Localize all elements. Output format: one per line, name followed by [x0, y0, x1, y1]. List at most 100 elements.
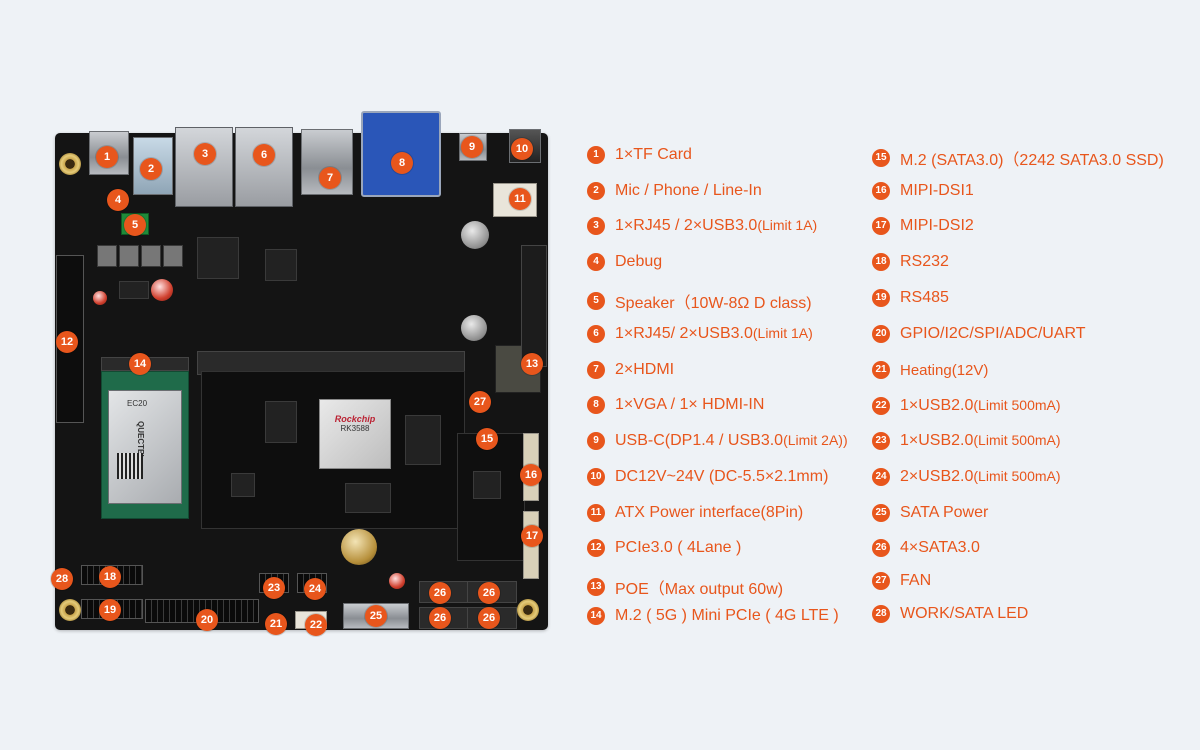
marker-8: 8 [391, 152, 413, 174]
legend-item-20: 20 GPIO/I2C/SPI/ADC/UART [872, 325, 1086, 343]
legend-label: 2×USB2.0 [900, 468, 974, 485]
legend-item-9: 9 USB-C(DP1.4 / USB3.0(Limit 2A)) [587, 432, 848, 450]
marker-26d: 26 [478, 607, 500, 629]
legend-item-12: 12 PCIe3.0 ( 4Lane ) [587, 539, 741, 557]
legend-badge: 9 [587, 432, 605, 450]
legend-item-13: 13 POE（Max output 60w) [587, 575, 783, 599]
legend-label: FAN [900, 572, 932, 589]
legend-badge: 26 [872, 539, 890, 557]
mounting-hole [59, 153, 81, 175]
legend-item-25: 25 SATA Power [872, 504, 988, 522]
rj45-usb-stack-2 [235, 127, 293, 207]
legend-item-7: 7 2×HDMI [587, 361, 674, 379]
legend-label: M.2 ( 5G ) Mini PCIe ( 4G LTE ) [615, 607, 839, 624]
legend-item-10: 10 DC12V~24V (DC-5.5×2.1mm) [587, 468, 828, 486]
legend-item-14: 14 M.2 ( 5G ) Mini PCIe ( 4G LTE ) [587, 607, 839, 625]
legend-badge: 13 [587, 578, 605, 596]
mounting-hole [59, 599, 81, 621]
marker-26c: 26 [429, 607, 451, 629]
legend-badge: 23 [872, 432, 890, 450]
legend-badge: 2 [587, 182, 605, 200]
legend-badge: 28 [872, 605, 890, 623]
memory-chip [345, 483, 391, 513]
pmic-chip [231, 473, 255, 497]
capacitor [93, 291, 107, 305]
marker-22: 22 [305, 614, 327, 636]
legend-label: 1×TF Card [615, 146, 692, 163]
legend-label: SATA Power [900, 504, 989, 521]
memory-chip [405, 415, 441, 465]
legend-item-28: 28 WORK/SATA LED [872, 605, 1028, 623]
audio-jack [133, 137, 173, 195]
legend-badge: 12 [587, 539, 605, 557]
ic-chip [265, 249, 297, 281]
legend-item-26: 26 4×SATA3.0 [872, 539, 980, 557]
legend-item-1: 1 1×TF Card [587, 146, 692, 164]
legend-item-15: 15 M.2 (SATA3.0)（2242 SATA3.0 SSD) [872, 146, 1164, 170]
ic-chip [473, 471, 501, 499]
legend-badge: 15 [872, 149, 890, 167]
legend-item-17: 17 MIPI-DSI2 [872, 217, 974, 235]
marker-28: 28 [51, 568, 73, 590]
legend-item-18: 18 RS232 [872, 253, 949, 271]
legend-label: M.2 (SATA3.0)（2242 SATA3.0 SSD) [900, 152, 1164, 169]
marker-5: 5 [124, 214, 146, 236]
legend-badge: 1 [587, 146, 605, 164]
legend-badge: 14 [587, 607, 605, 625]
legend-badge: 22 [872, 397, 890, 415]
mounting-hole [517, 599, 539, 621]
legend-label: 1×VGA / 1× HDMI-IN [615, 396, 765, 413]
legend-label: 2×HDMI [615, 361, 675, 378]
ic-chip [119, 281, 149, 299]
lte-model: EC20 [127, 399, 148, 408]
legend-label: 4×SATA3.0 [900, 539, 980, 556]
legend-badge: 21 [872, 361, 890, 379]
legend-label: 1×USB2.0 [900, 397, 974, 414]
marker-9: 9 [461, 136, 483, 158]
legend-label: 1×RJ45/ 2×USB3.0 [615, 325, 753, 342]
legend-badge: 11 [587, 504, 605, 522]
legend-badge: 24 [872, 468, 890, 486]
capacitor [389, 573, 405, 589]
legend-item-22: 22 1×USB2.0(Limit 500mA) [872, 397, 1061, 415]
legend-badge: 3 [587, 217, 605, 235]
marker-20: 20 [196, 609, 218, 631]
legend-label-note: (Limit 2A)) [783, 432, 848, 448]
legend-badge: 17 [872, 217, 890, 235]
marker-15: 15 [476, 428, 498, 450]
marker-13: 13 [521, 353, 543, 375]
legend-item-16: 16 MIPI-DSI1 [872, 182, 974, 200]
marker-23: 23 [263, 577, 285, 599]
legend-badge: 20 [872, 325, 890, 343]
marker-11: 11 [509, 188, 531, 210]
legend-item-3: 3 1×RJ45 / 2×USB3.0(Limit 1A) [587, 217, 817, 235]
legend-item-4: 4 Debug [587, 253, 662, 271]
legend-item-24: 24 2×USB2.0(Limit 500mA) [872, 468, 1061, 486]
legend-badge: 5 [587, 292, 605, 310]
legend-badge: 7 [587, 361, 605, 379]
inductor [163, 245, 183, 267]
legend-label: USB-C(DP1.4 / USB3.0 [615, 432, 784, 449]
legend-label: PCIe3.0 ( 4Lane ) [615, 539, 742, 556]
legend-label-note: (Limit 1A) [757, 217, 818, 233]
motherboard: Rockchip RK3588 QUECTEL EC20 [51, 111, 548, 636]
marker-25: 25 [365, 605, 387, 627]
legend-badge: 10 [587, 468, 605, 486]
legend-label: Mic / Phone / Line-In [615, 182, 762, 199]
legend-label: DC12V~24V (DC-5.5×2.1mm) [615, 468, 829, 485]
rj45-usb-stack-1 [175, 127, 233, 207]
soc-brand: Rockchip [334, 414, 376, 424]
legend-badge: 8 [587, 396, 605, 414]
qr-code [117, 453, 143, 479]
marker-26b: 26 [478, 582, 500, 604]
legend-badge: 27 [872, 572, 890, 590]
poe-connector [521, 245, 547, 367]
legend-label: 1×RJ45 / 2×USB3.0 [615, 217, 758, 234]
marker-4: 4 [107, 189, 129, 211]
legend-item-21: 21 Heating(12V) [872, 361, 988, 379]
legend-item-2: 2 Mic / Phone / Line-In [587, 182, 762, 200]
legend-label: RS232 [900, 253, 949, 270]
legend-badge: 6 [587, 325, 605, 343]
legend-item-11: 11 ATX Power interface(8Pin) [587, 504, 803, 522]
legend-badge: 4 [587, 253, 605, 271]
